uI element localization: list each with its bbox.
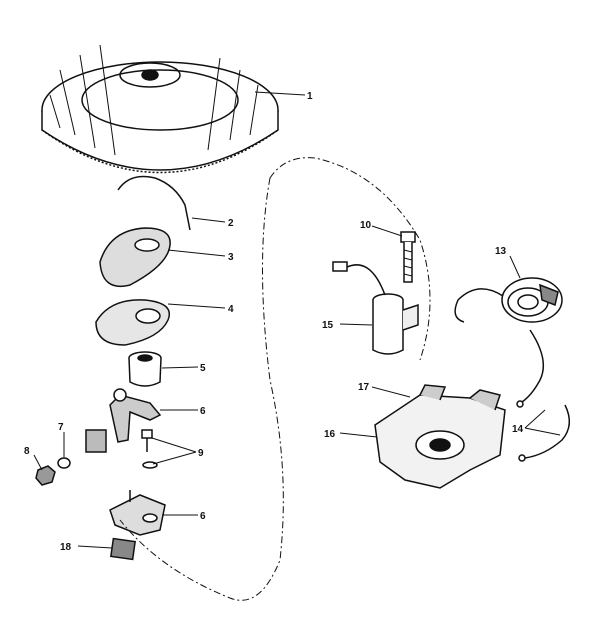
spring — [117, 175, 191, 231]
label-5: 5 — [200, 363, 206, 374]
label-6-arm: 6 — [200, 406, 206, 417]
screw-pair — [141, 429, 158, 469]
label-2: 2 — [228, 218, 234, 229]
flywheel — [41, 44, 279, 174]
lead-wire — [516, 329, 571, 462]
label-16: 16 — [324, 429, 336, 440]
label-13: 13 — [495, 246, 507, 257]
coil — [454, 277, 563, 323]
callout-labels: 1 2 3 4 5 6 7 8 9 6 18 10 13 15 17 16 14 — [24, 91, 524, 553]
washer — [57, 457, 71, 469]
breaker-arm — [109, 388, 162, 443]
condenser — [332, 261, 419, 355]
spacer — [128, 351, 162, 387]
label-4: 4 — [228, 304, 234, 315]
label-10: 10 — [360, 220, 372, 231]
breaker-point — [85, 429, 107, 453]
cover — [99, 227, 171, 287]
leader-lines — [33, 91, 561, 549]
stator-plate — [374, 384, 506, 489]
label-1: 1 — [307, 91, 313, 102]
gasket — [95, 299, 170, 346]
nut — [35, 465, 56, 486]
label-15: 15 — [322, 320, 334, 331]
label-8: 8 — [24, 446, 30, 457]
felt — [110, 537, 136, 561]
label-14: 14 — [512, 424, 524, 435]
label-9: 9 — [198, 448, 204, 459]
breaker-plate — [109, 490, 166, 536]
label-3: 3 — [228, 252, 234, 263]
label-6-plate: 6 — [200, 511, 206, 522]
label-7: 7 — [58, 422, 64, 433]
assembly-boundary — [119, 157, 431, 601]
label-17: 17 — [358, 382, 370, 393]
label-18: 18 — [60, 542, 72, 553]
screw — [400, 231, 416, 283]
